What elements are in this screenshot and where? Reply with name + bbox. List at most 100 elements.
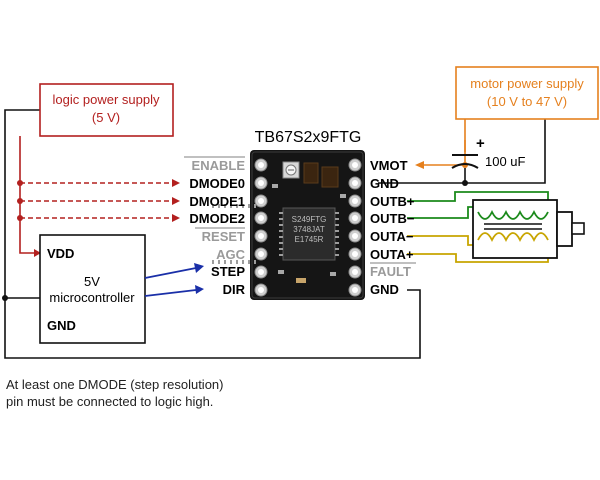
ic-lead-0-5 [242,204,244,208]
ic-lead-2-5 [279,242,283,244]
ic-lead-3-0 [335,212,339,214]
ic-lead-2-1 [279,218,283,220]
ic-lead-2-0 [279,212,283,214]
pin-label-dmode0: DMODE0 [189,176,245,191]
driver-board: S249FTG 3748JAT E1745R [212,150,365,300]
left-pin-pad-6-hole [258,269,264,275]
capacitor-component-2 [321,166,339,188]
right-header-pins [348,158,362,297]
right-pin-pad-3-hole [352,215,358,221]
vmot-arrowhead [415,161,424,169]
right-pin-pad-6-hole [352,269,358,275]
ic-marking-3: E1745R [295,235,324,244]
smd-component-2 [340,194,346,198]
coil-b-winding [477,209,549,220]
dir-arrowhead [195,285,204,294]
ic-lead-1-7 [254,260,256,264]
driver-ic [282,207,336,261]
right-pin-pad-2-hole [352,198,358,204]
note-line-2: pin must be connected to logic high. [6,394,214,409]
capacitor-plate-bottom [451,163,479,169]
logic-supply-box [39,83,174,137]
ic-lead-0-1 [218,204,220,208]
ic-lead-3-6 [335,248,339,250]
ic-lead-0-6 [248,204,250,208]
pin-label-outa-plus: OUTA+ [370,247,414,262]
right-pin-pad-7-hole [352,287,358,293]
ic-lead-1-3 [230,260,232,264]
motor-shaft-housing [556,211,573,247]
smd-component-1 [272,184,278,188]
outb-minus-wire [407,206,479,219]
pin-label-fault: FAULT [370,264,411,279]
ic-lead-3-3 [335,230,339,232]
motor-supply-wires [424,119,466,166]
signal-wires [144,267,197,297]
mcu-vdd-label: VDD [47,246,74,261]
step-arrowhead [194,263,204,273]
capacitor-symbol [451,154,479,169]
pin-label-agc: AGC [216,247,246,262]
ic-lead-0-2 [224,204,226,208]
outa-minus-wire [407,235,479,246]
capacitor-polarity: + [476,135,485,152]
dmode-note: At least one DMODE (step resolution) pin… [6,376,306,410]
ic-lead-3-7 [335,254,339,256]
pin-label-outa-minus: OUTA− [370,229,414,244]
dmode1-arrowhead [172,197,180,205]
dmode1-junction [17,198,23,204]
junction-dot-gnd [462,180,468,186]
motor-supply-box [455,66,599,120]
ic-lead-0-7 [254,204,256,208]
left-pin-pad-5-hole [258,251,264,257]
ic-marking-2: 3748JAT [293,225,325,234]
ic-lead-2-6 [279,248,283,250]
smd-component-4 [330,272,336,276]
ic-lead-3-5 [335,242,339,244]
stepper-motor [472,199,585,259]
logic-supply-label-1: logic power supply [53,92,160,107]
ic-lead-0-3 [230,204,232,208]
board-edge-highlight [251,151,364,299]
ic-lead-1-2 [224,260,226,264]
pin-label-reset: RESET [202,229,245,244]
left-pin-pad-2-hole [258,198,264,204]
capacitor-label: 100 uF [485,154,526,169]
pin-label-enable: ENABLE [192,158,246,173]
outb-plus-wire [407,191,549,212]
vmot-wire [424,119,466,166]
right-pin-pad-5-hole [352,251,358,257]
logic-wires [19,136,172,254]
smd-component-5 [296,278,306,283]
dmode0-arrowhead [172,179,180,187]
pin-label-step: STEP [211,264,245,279]
pin-label-outb-minus: OUTB− [370,211,415,226]
board-title: TB67S2x9FTG [255,129,362,146]
pin-label-vmot: VMOT [370,158,408,173]
left-pin-pad-3-hole [258,215,264,221]
note-line-1: At least one DMODE (step resolution) [6,377,224,392]
logic-vdd-wire [19,136,34,254]
signal-arrowheads [194,263,204,294]
right-pin-pad-4-hole [352,233,358,239]
coil-a-winding [477,232,549,243]
ic-lead-0-4 [236,204,238,208]
ic-lead-2-3 [279,230,283,232]
mcu-name-line-1: 5V [84,274,100,289]
mcu-name-line-2: microcontroller [49,290,135,305]
pin-label-gnd-bottom: GND [370,282,399,297]
pin-label-outb-plus: OUTB+ [370,194,415,209]
ic-marking-1: S249FTG [292,215,327,224]
ic-lead-3-4 [335,236,339,238]
motor-supply-label-1: motor power supply [470,76,584,91]
dir-wire [144,289,197,297]
left-pin-pad-7-hole [258,287,264,293]
motor-shaft [571,222,585,235]
pin-label-dir: DIR [223,282,246,297]
dmode2-junction [17,215,23,221]
ic-lead-3-1 [335,218,339,220]
ic-lead-2-4 [279,236,283,238]
ic-lead-2-7 [279,254,283,256]
ic-lead-1-4 [236,260,238,264]
